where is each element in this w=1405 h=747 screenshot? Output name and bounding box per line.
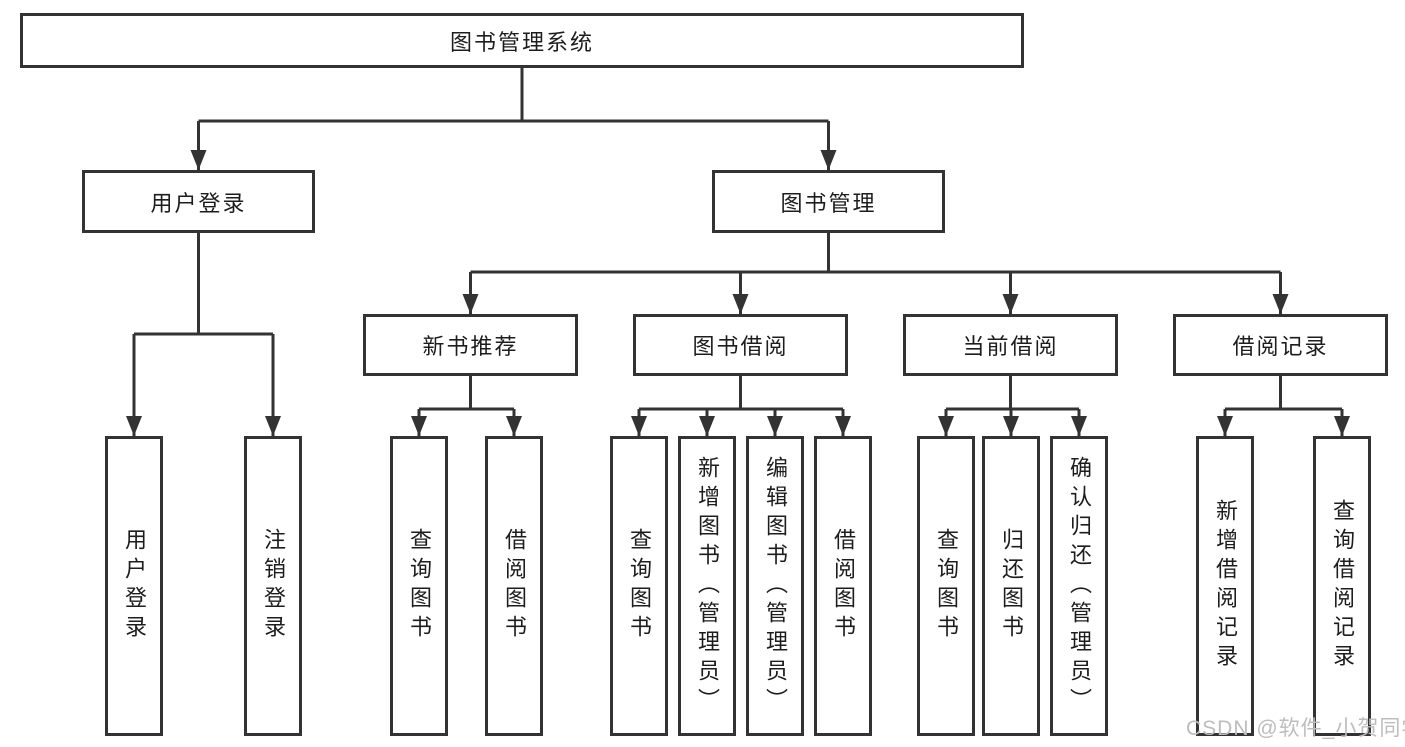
leaf-label: 新增借阅记录 [1213,499,1238,673]
node-label: 当前借阅 [962,334,1059,359]
leaf-label: 查询图书 [627,528,652,644]
leaf-label: 新增图书（管理员） [695,455,720,717]
leaf-records-query-borrow-record: 查询借阅记录 [1313,436,1371,736]
node-label: 用户登录 [150,190,247,216]
leaf-current-return-books: 归还图书 [982,436,1040,736]
node-user-login: 用户登录 [82,170,315,233]
leaf-borrowing-edit-books-admin: 编辑图书（管理员） [746,436,804,736]
leaf-label: 查询借阅记录 [1330,499,1355,673]
node-root-library-system: 图书管理系统 [20,13,1024,68]
leaf-current-query-books: 查询图书 [917,436,975,736]
leaf-label: 借阅图书 [831,528,856,644]
leaf-recommend-borrow-books: 借阅图书 [485,436,543,736]
leaf-label: 查询图书 [934,528,959,644]
leaf-logout: 注销登录 [244,436,302,736]
leaf-label: 借阅图书 [502,528,527,644]
node-label: 图书管理系统 [449,29,594,55]
node-label: 借阅记录 [1232,334,1329,359]
leaf-current-confirm-return-admin: 确认归还（管理员） [1050,436,1108,736]
leaf-borrowing-query-books: 查询图书 [610,436,668,736]
node-book-management: 图书管理 [712,170,945,233]
leaf-label: 注销登录 [261,528,286,644]
node-label: 图书借阅 [692,334,789,359]
leaf-label: 查询图书 [407,528,432,644]
leaf-label: 用户登录 [122,528,147,644]
node-book-borrowing: 图书借阅 [633,314,848,376]
node-borrow-records: 借阅记录 [1173,314,1388,376]
leaf-borrowing-add-books-admin: 新增图书（管理员） [678,436,736,736]
csdn-watermark: CSDN @软件_小贺同学 [1186,717,1405,740]
node-label: 新书推荐 [422,334,519,359]
leaf-label: 确认归还（管理员） [1067,455,1092,717]
node-label: 图书管理 [780,190,877,216]
leaf-borrowing-borrow-books: 借阅图书 [814,436,872,736]
leaf-user-login: 用户登录 [105,436,163,736]
leaf-label: 归还图书 [999,528,1024,644]
leaf-recommend-query-books: 查询图书 [390,436,448,736]
node-new-book-recommend: 新书推荐 [363,314,578,376]
leaf-records-add-borrow-record: 新增借阅记录 [1196,436,1254,736]
node-current-borrowing: 当前借阅 [903,314,1118,376]
leaf-label: 编辑图书（管理员） [763,455,788,717]
